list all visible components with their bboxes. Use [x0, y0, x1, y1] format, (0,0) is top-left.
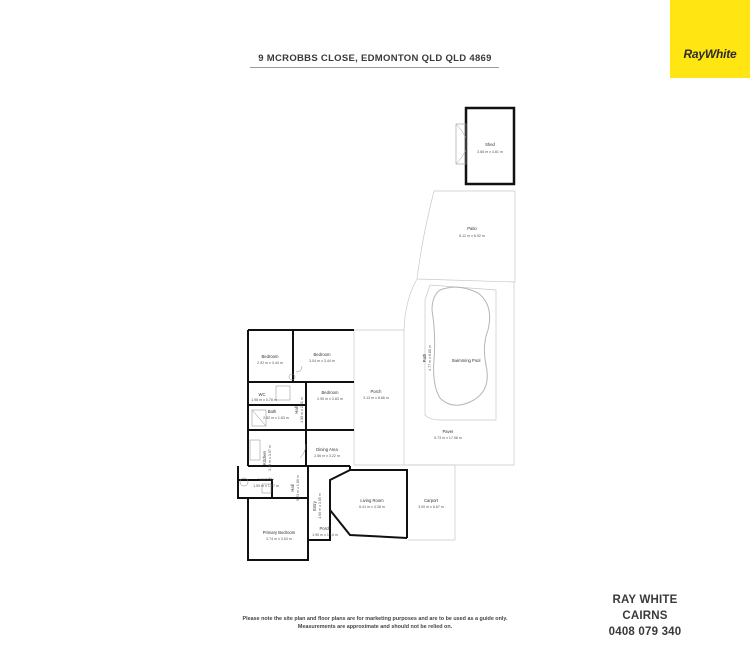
disclaimer: Please note the site plan and floor plan… — [200, 616, 550, 631]
laundry-label: Laundry — [258, 477, 274, 482]
bedroom-2-label: Bedroom — [314, 352, 332, 357]
paver-label: Paver — [443, 429, 455, 434]
carport-label: Carport — [424, 498, 439, 503]
outdoor-areas — [353, 190, 516, 541]
agency-contact: RAY WHITE CAIRNS 0408 079 340 — [590, 592, 700, 640]
entry-dimensions: 1.60 m x 3.05 m — [318, 493, 322, 519]
disclaimer-line-2: Measurements are approximate and should … — [297, 623, 453, 630]
house-walls — [237, 329, 408, 561]
porch-front-label: Porch — [320, 526, 332, 531]
bedroom-3-label: Bedroom — [322, 390, 340, 395]
kitchen-dimensions: 3.75 m x 3.07 m — [268, 445, 272, 471]
laundry-dimensions: 1.59 m x 1.77 m — [253, 484, 279, 488]
paver-dimensions: 5.73 m x 17.58 m — [434, 436, 462, 440]
bedroom-1-dimensions: 2.92 m x 3.44 m — [257, 361, 283, 365]
shed-label: Shed — [485, 142, 495, 147]
living-room-label: Living Room — [360, 498, 384, 503]
pool-path-label: Path — [422, 353, 427, 362]
interior-fixtures — [239, 365, 307, 494]
porch-side-label: Porch — [371, 389, 383, 394]
patio-dimensions: 6.12 m x 6.92 m — [459, 234, 485, 238]
disclaimer-line-1: Please note the site plan and floor plan… — [242, 616, 508, 622]
shed — [455, 106, 516, 186]
hall-2-label: Hall — [290, 484, 295, 491]
hall-dimensions: 1.98 m x 2.91 m — [300, 397, 304, 423]
wc-dimensions: 1.98 m x 0.78 m — [251, 398, 277, 402]
kitchen-label: Kitchen — [262, 450, 267, 465]
ray-white-logo: RayWhite — [670, 0, 750, 78]
hall-2-dimensions: 5.23 m x 1.80 m — [296, 475, 300, 501]
dining-label: Dining Area — [316, 447, 338, 452]
bedroom-1-label: Bedroom — [262, 354, 280, 359]
agency-phone: 0408 079 340 — [608, 626, 682, 638]
property-address: 9 MCROBBS CLOSE, EDMONTON QLD QLD 4869 — [258, 53, 492, 64]
bedroom-2-dimensions: 3.04 m x 3.44 m — [309, 359, 335, 363]
dining-dimensions: 2.56 m x 3.22 m — [314, 454, 340, 458]
primary-bedroom-label: Primary Bedroom — [263, 530, 296, 535]
bedroom-3-dimensions: 2.90 m x 3.83 m — [317, 397, 343, 401]
patio-label: Patio — [467, 226, 477, 231]
address-underline — [250, 67, 499, 68]
primary-bedroom-dimensions: 3.74 m x 3.63 m — [266, 537, 292, 541]
wc-label: WC — [259, 392, 266, 397]
carport-dimensions: 3.00 m x 6.67 m — [418, 505, 444, 509]
porch-front-dimensions: 1.90 m x 1.14 m — [312, 533, 338, 537]
swimming-pool — [431, 286, 491, 406]
bath-label: Bath — [268, 409, 277, 414]
bath-dimensions: 2.82 m x 1.63 m — [263, 416, 289, 420]
porch-side-dimensions: 3.13 m x 8.86 m — [363, 396, 389, 400]
agency-name: RAY WHITE CAIRNS — [612, 594, 678, 622]
room-labels: Shed 3.66 m x 4.81 m Patio 6.12 m x 6.92… — [251, 142, 503, 541]
swimming-pool-label: Swimming Pool — [452, 358, 481, 363]
living-room-dimensions: 6.41 m x 4.38 m — [359, 505, 385, 509]
logo-text: RayWhite — [683, 47, 737, 61]
shed-dimensions: 3.66 m x 4.81 m — [477, 150, 503, 154]
pool-path-dimensions: 4.77 m x 6.85 m — [428, 345, 432, 371]
hall-label: Hall — [294, 406, 299, 413]
entry-label: Entry — [312, 500, 317, 511]
